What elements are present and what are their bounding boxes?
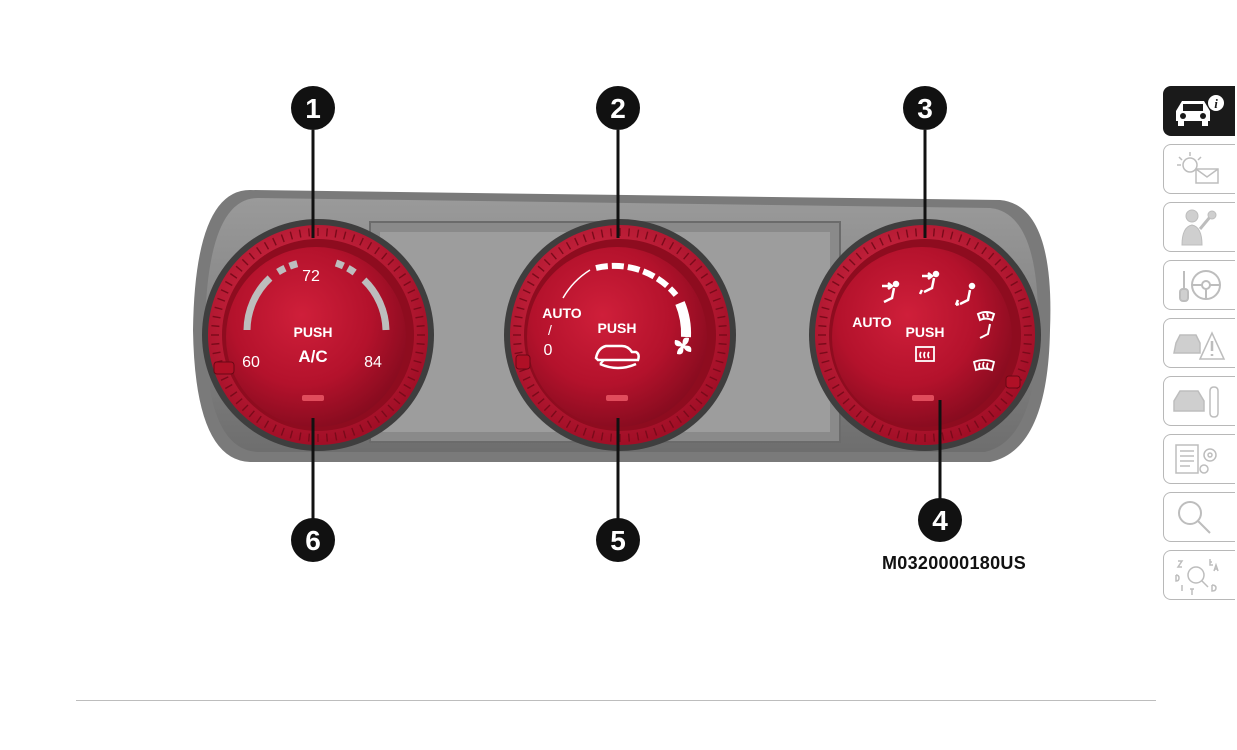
figure-code: M0320000180US: [882, 553, 1027, 573]
push-label: PUSH: [294, 324, 333, 340]
fan-icon: [674, 337, 692, 355]
callout-6: 6: [291, 518, 335, 562]
auto-label: AUTO: [852, 314, 892, 330]
ac-button-label[interactable]: A/C: [298, 347, 327, 366]
indicator-led: [302, 395, 324, 401]
starting-driving-icon: [1179, 270, 1221, 302]
tab-car-info[interactable]: i: [1163, 86, 1235, 136]
svg-text:5: 5: [610, 525, 626, 556]
scale-label-72: 72: [302, 268, 320, 285]
bottom-divider: [76, 700, 1156, 701]
car-info-icon: i: [1176, 95, 1224, 126]
callout-3: 3: [903, 86, 947, 130]
tab-servicing[interactable]: [1163, 376, 1235, 426]
indicator-led: [912, 395, 934, 401]
zero-label: 0: [544, 342, 553, 359]
callout-leaders: [311, 130, 942, 520]
tab-warning-lights[interactable]: [1163, 144, 1235, 194]
defrost-feet-icon: [976, 311, 996, 339]
auto-label: AUTO: [542, 305, 582, 321]
svg-text:3: 3: [917, 93, 933, 124]
warning-lights-messages-icon: [1177, 152, 1219, 184]
slash-label: /: [548, 322, 552, 338]
callout-4: 4: [918, 498, 962, 542]
tab-alphabetical-index[interactable]: [1163, 550, 1235, 600]
callout-5: 5: [596, 518, 640, 562]
temperature-knob[interactable]: 72 60 84 PUSH A/C: [202, 219, 434, 451]
climate-control-figure: 72 60 84 PUSH A/C AUTO / 0 PUSH: [193, 86, 1051, 562]
svg-text:1: 1: [305, 93, 321, 124]
push-label: PUSH: [906, 324, 945, 340]
indicator-led: [606, 395, 628, 401]
tab-technical-specifications[interactable]: [1163, 434, 1235, 484]
servicing-maintenance-icon: [1173, 386, 1219, 418]
vent-face-icon: [882, 280, 900, 304]
rear-defrost-icon: [915, 346, 935, 362]
tab-emergency[interactable]: [1163, 318, 1235, 368]
svg-text:6: 6: [305, 525, 321, 556]
safety-seat-belt-icon: [1181, 209, 1217, 246]
svg-text:i: i: [1214, 96, 1218, 111]
emergency-icon: [1173, 331, 1226, 360]
chapter-tabs: i: [1163, 86, 1237, 608]
technical-specifications-icon: [1175, 444, 1217, 474]
air-distribution-knob[interactable]: AUTO PUSH: [809, 219, 1041, 451]
search-icon: [1178, 501, 1211, 534]
callout-1: 1: [291, 86, 335, 130]
vent-face-feet-icon: [918, 270, 940, 295]
tab-starting-driving[interactable]: [1163, 260, 1235, 310]
tab-safety[interactable]: [1163, 202, 1235, 252]
tab-search[interactable]: [1163, 492, 1235, 542]
push-label: PUSH: [598, 320, 637, 336]
scale-label-84: 84: [364, 354, 382, 371]
svg-text:4: 4: [932, 505, 948, 536]
windshield-defrost-icon: [972, 359, 996, 372]
fan-speed-knob[interactable]: AUTO / 0 PUSH: [504, 219, 736, 451]
callout-2: 2: [596, 86, 640, 130]
svg-text:2: 2: [610, 93, 626, 124]
alphabetical-index-icon: [1175, 559, 1219, 595]
vent-feet-icon: [954, 282, 976, 307]
scale-label-60: 60: [242, 354, 260, 371]
recirculation-icon: [594, 344, 640, 370]
